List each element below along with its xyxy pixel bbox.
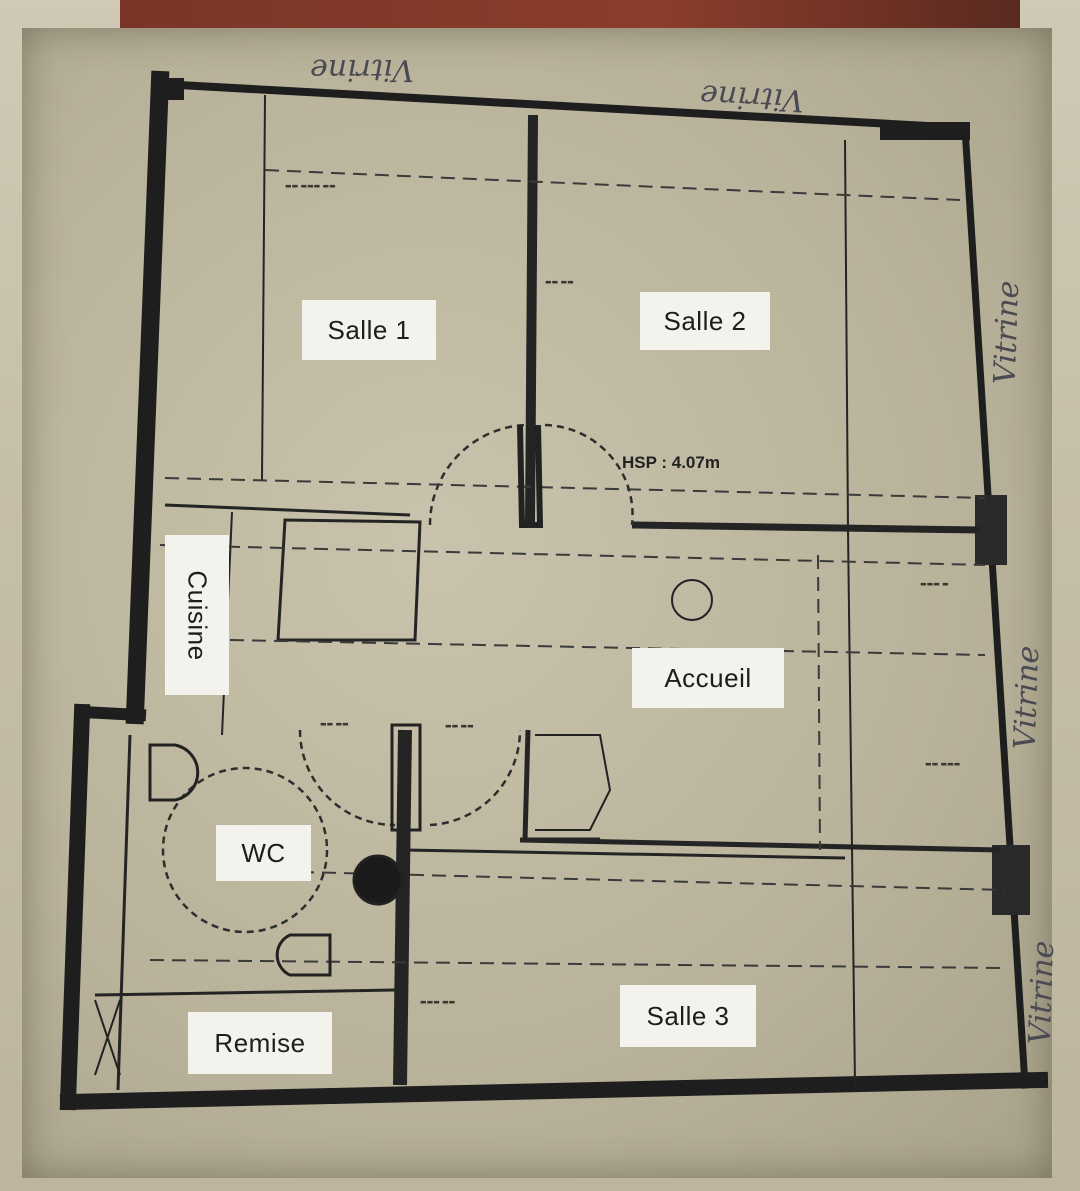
wall-salle2-bottom — [631, 521, 981, 534]
outer-walls — [59, 70, 1049, 1111]
wall-left-upper — [125, 70, 170, 725]
door-arc-accueil — [429, 729, 522, 827]
corner-block-top-right — [880, 122, 970, 140]
dashed-lines — [149, 169, 1006, 969]
column-pair — [517, 424, 544, 528]
door-swings — [161, 423, 634, 934]
room-label-accueil: Accueil — [632, 648, 784, 708]
door-arc-wc — [298, 729, 396, 827]
wall-remise-top — [94, 988, 396, 997]
wall-bottom — [59, 1071, 1049, 1111]
wall-salle-divider — [525, 114, 538, 526]
pillar-right-upper — [975, 495, 1007, 565]
cross-remise — [94, 999, 121, 1076]
door-arc-salle2 — [544, 423, 634, 526]
wall-salle1-left — [261, 94, 266, 481]
room-label-salle-2: Salle 2 — [640, 292, 770, 350]
turning-circle-wc — [161, 766, 329, 934]
drain-fixture — [352, 854, 404, 906]
room-label-salle-3: Salle 3 — [620, 985, 756, 1047]
wall-cuisine-top — [164, 503, 411, 517]
door-arc-salle1 — [428, 423, 526, 526]
handwritten-vitrine-top-right: Vitrine — [699, 77, 805, 118]
wall-right-inner — [847, 529, 856, 1086]
room-label-salle-1: Salle 1 — [302, 300, 436, 360]
annotation-mark: ▬▬ ▬▬ — [545, 278, 574, 286]
wall-left-lower — [59, 703, 91, 1111]
annotation-mark: ▬▬▬ ▬▬ — [420, 998, 456, 1006]
ceiling-height-note: HSP : 4.07m — [622, 453, 720, 472]
handwritten-vitrine-top-left: Vitrine — [310, 52, 414, 87]
wall-right-partition — [844, 139, 849, 531]
wall-box — [276, 518, 422, 642]
wall-step — [75, 705, 147, 722]
toilet-remise — [275, 933, 332, 977]
interior-walls — [94, 94, 1001, 1091]
wall-right — [961, 124, 1029, 1089]
room-label-wc: WC — [216, 825, 311, 881]
fixtures — [94, 424, 713, 1076]
wall-top — [155, 79, 970, 133]
handwritten-vitrine-right-upper: Vitrine — [987, 280, 1027, 385]
desk-outline — [535, 734, 612, 831]
annotation-mark: ▬▬ ▬▬▬ ▬▬ — [285, 182, 336, 190]
wall-wc-vertical — [393, 729, 412, 1086]
pillar-right-lower — [992, 845, 1030, 915]
annotation-mark: ▬▬▬ ▬ — [920, 580, 949, 588]
room-label-cuisine-box: Cuisine — [165, 535, 229, 695]
plan-marker-circle — [671, 579, 713, 621]
wall-desk — [522, 729, 600, 843]
stair-column — [390, 723, 422, 832]
handwritten-vitrine-right-middle: Vitrine — [1007, 645, 1047, 750]
room-label-cuisine: Cuisine — [182, 569, 213, 661]
wall-salle3-top — [404, 848, 846, 860]
handwritten-vitrine-right-lower: Vitrine — [1022, 940, 1062, 1045]
wall-wc-left — [116, 734, 132, 1091]
annotation-mark: ▬▬ ▬▬ — [320, 720, 349, 728]
room-label-remise: Remise — [188, 1012, 332, 1074]
corner-block-top-left — [158, 78, 184, 100]
annotation-mark: ▬▬ ▬▬▬ — [925, 760, 961, 768]
annotation-mark: ▬▬ ▬▬ — [445, 722, 474, 730]
toilet-wc — [148, 743, 200, 802]
